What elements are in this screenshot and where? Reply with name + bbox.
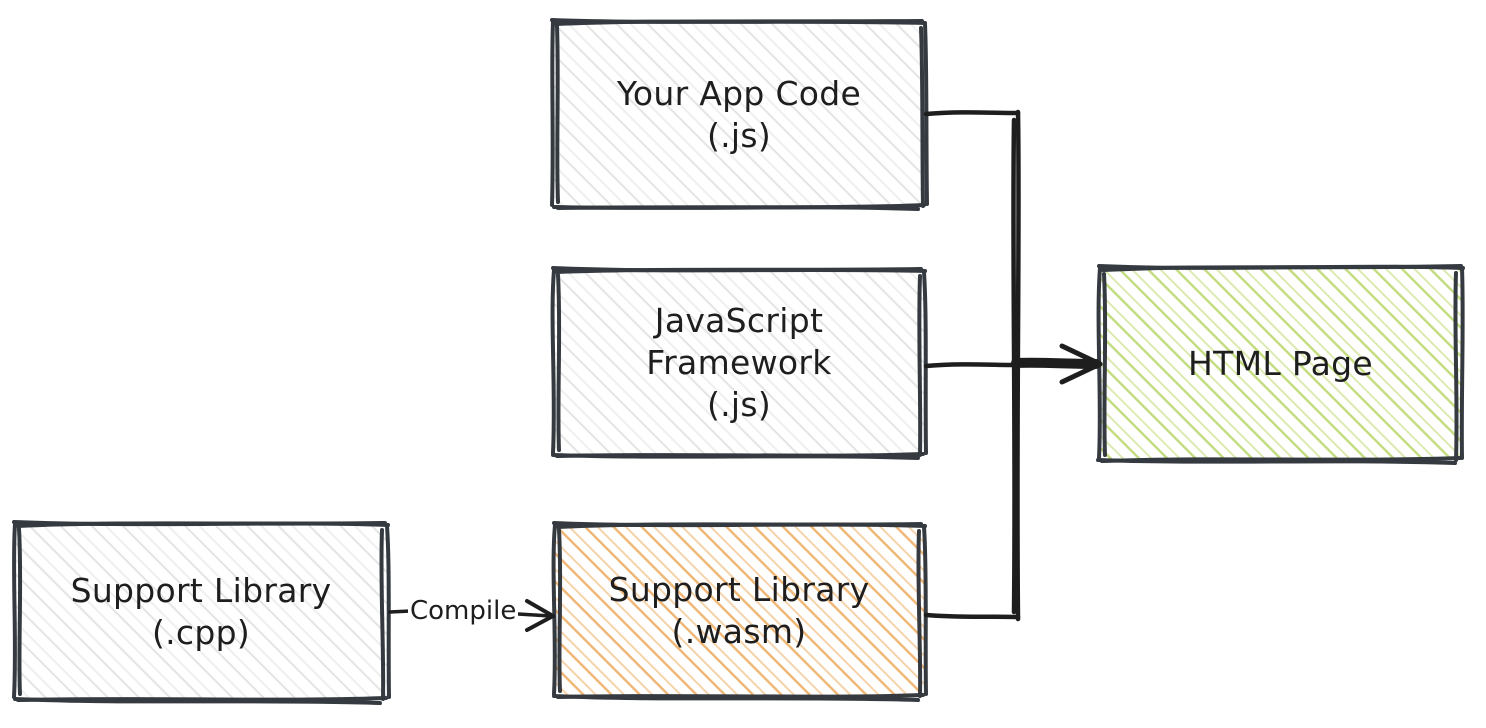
node-your-app-code[interactable] (548, 16, 934, 214)
node-fill-support-library-wasm (554, 524, 926, 697)
node-html-page[interactable] (1092, 260, 1472, 468)
edge-app-code-to-html[interactable] (923, 110, 1021, 117)
edge-wasm-to-html[interactable] (923, 612, 1021, 620)
node-outline-your-app-code (550, 18, 929, 211)
edge-merge-trunk (1011, 109, 1021, 622)
arrowhead-compile (525, 599, 555, 632)
edge-label-compile: Compile (408, 596, 519, 626)
node-fill-html-page (1099, 266, 1463, 461)
node-outline-html-page (1096, 264, 1465, 465)
node-outline-support-library-wasm (551, 521, 928, 702)
node-fill-your-app-code (553, 21, 927, 208)
arrowhead-html-page (1059, 343, 1103, 385)
edge-cpp-to-wasm[interactable] (388, 599, 555, 632)
node-outline-support-library-cpp (12, 520, 391, 705)
node-support-library-wasm[interactable] (548, 518, 934, 704)
node-javascript-framework[interactable] (548, 264, 934, 462)
edge-framework-to-html[interactable] (923, 343, 1103, 385)
node-support-library-cpp[interactable] (8, 518, 398, 708)
node-outline-javascript-framework (550, 266, 928, 460)
node-fill-support-library-cpp (15, 523, 389, 700)
node-fill-javascript-framework (554, 269, 926, 456)
